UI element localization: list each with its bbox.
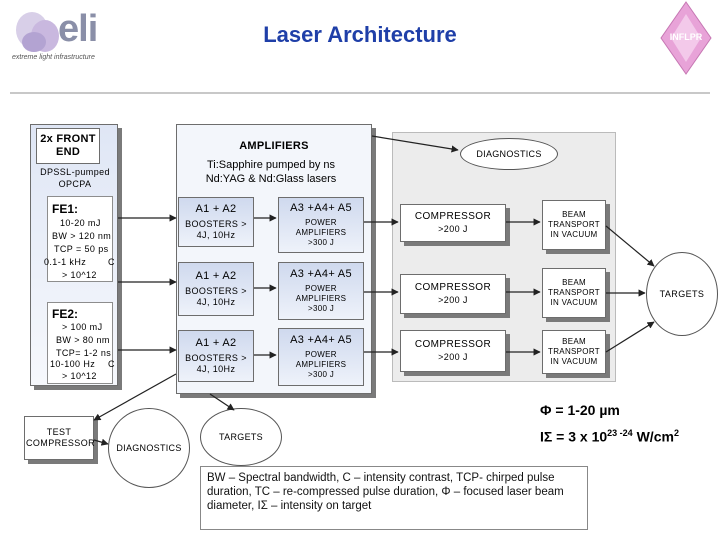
diagnostics-top-label: DIAGNOSTICS <box>460 138 558 170</box>
targets-bottom-label: TARGETS <box>219 432 263 442</box>
booster-body-2: BOOSTERS > 4J, 10Hz <box>185 286 247 307</box>
fe2-spec-3: 10-100 Hz <box>50 359 96 369</box>
legend-box: BW – Spectral bandwidth, C – intensity c… <box>200 466 588 530</box>
diagnostics-bottom: DIAGNOSTICS <box>108 408 190 488</box>
booster-body-1: BOOSTERS > 4J, 10Hz <box>185 219 247 240</box>
header-divider <box>10 92 710 94</box>
arrow-test-compressor-to-diagnostics <box>93 438 109 446</box>
spec-intensity-unit-exp: 2 <box>673 428 679 438</box>
compressor-3-value: >200 J <box>438 352 468 362</box>
arrow-beam-to-targets-3 <box>605 321 655 353</box>
spec-intensity: IΣ = 3 x 1023 -24 W/cm2 <box>540 428 679 445</box>
spec-intensity-prefix: IΣ = 3 x 10 <box>540 428 608 445</box>
compressor-1-value: >200 J <box>438 224 468 234</box>
booster-heading-2: A1 + A2 <box>195 270 237 282</box>
front-end-heading-box: 2x FRONT END <box>36 128 100 164</box>
power-amp-row-1: A3 +A4+ A5 POWER AMPLIFIERS >300 J <box>278 197 364 253</box>
booster-row-3: A1 + A2 BOOSTERS > 4J, 10Hz <box>178 330 254 382</box>
compressor-2: COMPRESSOR >200 J <box>400 274 506 314</box>
inflpr-logo-shape <box>660 1 712 75</box>
front-end-pump: DPSSL-pumped OPCPA <box>40 167 110 189</box>
inflpr-logo-text: INFLPR <box>669 32 703 42</box>
fe2-contrast-c: C <box>108 359 115 369</box>
fe2-spec-2: TCP= 1-2 ns <box>56 348 112 358</box>
booster-heading-3: A1 + A2 <box>195 337 237 349</box>
test-compressor-label: TEST COMPRESSOR <box>26 427 96 448</box>
fe2-spec-1: BW > 80 nm <box>56 335 110 345</box>
fe1-spec-3: 0.1-1 kHz <box>44 257 87 267</box>
amplifiers-subtitle: Ti:Sapphire pumped by ns Nd:YAG & Nd:Gla… <box>205 159 337 185</box>
fe1-spec-1: BW > 120 nm <box>52 231 112 241</box>
eli-logo-caption: extreme light infrastructure <box>12 54 95 61</box>
beam-transport-1: BEAM TRANSPORT IN VACUUM <box>542 200 606 250</box>
beam-transport-2: BEAM TRANSPORT IN VACUUM <box>542 268 606 318</box>
arrow-beam-to-targets-1 <box>605 225 655 267</box>
power-amp-body-2: POWER AMPLIFIERS >300 J <box>295 284 347 313</box>
fe1-spec-2: TCP = 50 ps <box>54 244 109 254</box>
booster-heading-1: A1 + A2 <box>195 203 237 215</box>
eli-logo-text: eli <box>58 8 98 50</box>
compressor-3-title: COMPRESSOR <box>414 339 492 350</box>
beam-transport-1-label: BEAM TRANSPORT IN VACUUM <box>548 210 600 239</box>
arrow-amplifiers-to-test-compressor <box>93 373 177 421</box>
inflpr-logo: INFLPR <box>655 0 717 76</box>
beam-transport-3-label: BEAM TRANSPORT IN VACUUM <box>548 337 600 366</box>
targets-main-label: TARGETS <box>659 288 705 299</box>
booster-row-2: A1 + A2 BOOSTERS > 4J, 10Hz <box>178 262 254 316</box>
spec-phi: Φ = 1-20 µm <box>540 402 620 418</box>
targets-bottom: TARGETS <box>200 408 282 466</box>
compressor-2-title: COMPRESSOR <box>414 282 492 293</box>
test-compressor: TEST COMPRESSOR <box>24 416 96 460</box>
compressor-2-value: >200 J <box>438 295 468 305</box>
eli-logo: eli extreme light infrastructure <box>12 8 122 68</box>
fe1-spec-4: > 10^12 <box>62 270 97 280</box>
compressor-1: COMPRESSOR >200 J <box>400 204 506 242</box>
spec-intensity-exp: 23 -24 <box>607 428 633 438</box>
fe2-label: FE2: <box>52 307 79 321</box>
fe1-spec-0: 10-20 mJ <box>60 218 101 228</box>
power-amp-row-3: A3 +A4+ A5 POWER AMPLIFIERS >300 J <box>278 328 364 386</box>
diagnostics-top-text: DIAGNOSTICS <box>476 149 542 159</box>
power-amp-heading-3: A3 +A4+ A5 <box>290 334 352 346</box>
fe1-label: FE1: <box>52 202 79 216</box>
page-title: Laser Architecture <box>263 22 457 47</box>
power-amp-body-1: POWER AMPLIFIERS >300 J <box>295 218 347 247</box>
booster-row-1: A1 + A2 BOOSTERS > 4J, 10Hz <box>178 197 254 247</box>
fe1-contrast-c: C <box>108 257 115 267</box>
compressor-3: COMPRESSOR >200 J <box>400 330 506 372</box>
front-end-heading: 2x FRONT END <box>40 133 96 158</box>
power-amp-row-2: A3 +A4+ A5 POWER AMPLIFIERS >300 J <box>278 262 364 320</box>
fe1-box <box>47 196 113 282</box>
power-amp-body-3: POWER AMPLIFIERS >300 J <box>295 350 347 379</box>
fe2-box <box>47 302 113 384</box>
beam-transport-2-label: BEAM TRANSPORT IN VACUUM <box>548 278 600 307</box>
power-amp-heading-1: A3 +A4+ A5 <box>290 202 352 214</box>
arrow-amplifiers-to-targets-bottom <box>209 393 235 411</box>
power-amp-heading-2: A3 +A4+ A5 <box>290 268 352 280</box>
fe2-spec-0: > 100 mJ <box>62 322 103 332</box>
spec-intensity-unit: W/cm <box>632 428 674 445</box>
compressor-1-title: COMPRESSOR <box>414 211 492 222</box>
beam-transport-3: BEAM TRANSPORT IN VACUUM <box>542 330 606 374</box>
arrow-amplifiers-to-diagnostics-top <box>371 135 459 153</box>
amplifiers-heading: AMPLIFIERS <box>239 140 309 152</box>
booster-body-3: BOOSTERS > 4J, 10Hz <box>185 353 247 374</box>
targets-main: TARGETS <box>646 252 718 336</box>
diagnostics-bottom-label: DIAGNOSTICS <box>116 443 182 453</box>
fe2-spec-4: > 10^12 <box>62 371 97 381</box>
eli-logo-mark <box>16 12 59 52</box>
